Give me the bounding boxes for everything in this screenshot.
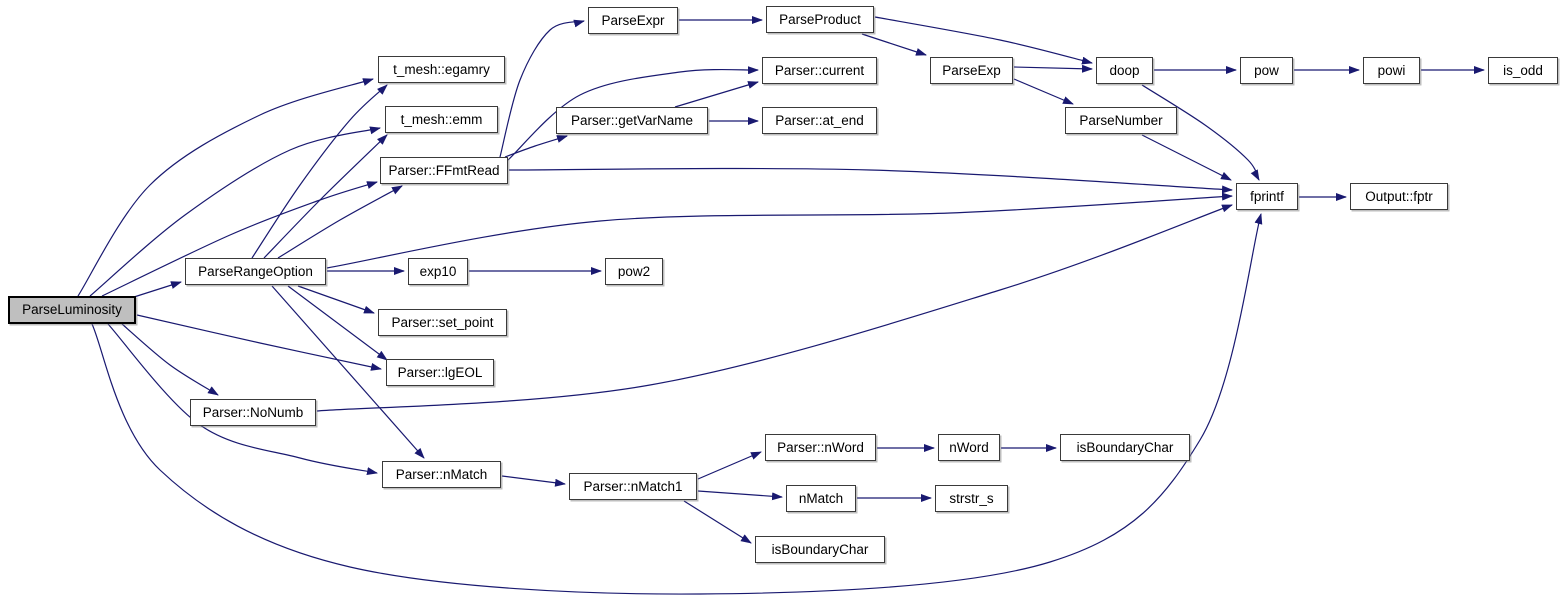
node-label: ParseExpr [601,12,665,28]
edge-rangeOpt-to-setPoint [297,285,375,314]
node-lgEOL[interactable]: Parser::lgEOL [386,359,494,386]
node-nMatchG[interactable]: nMatch [786,485,856,512]
edge-ffmtRead-to-current [507,66,759,161]
node-label: Parser::NoNumb [202,404,304,420]
node-ffmtRead[interactable]: Parser::FFmtRead [380,157,508,184]
edge-ffmtRead-to-parseExpr [499,19,585,158]
node-isOdd[interactable]: is_odd [1488,57,1558,84]
node-parseExp[interactable]: ParseExp [930,57,1013,84]
node-label: pow2 [617,263,651,279]
node-strstr[interactable]: strstr_s [935,485,1008,512]
edge-nMatchP-to-nMatch1 [501,475,566,487]
edge-getVarName-to-current [674,81,759,108]
node-lum[interactable]: ParseLuminosity [8,296,136,324]
edge-ffmtRead-to-fprintf [508,167,1233,194]
node-nWordP[interactable]: Parser::nWord [765,434,876,461]
node-nMatch1[interactable]: Parser::nMatch1 [569,473,697,500]
node-label: nWord [949,439,989,455]
edge-nMatch1-to-isBoundaryB [683,500,752,544]
node-label: t_mesh::egamry [393,61,490,77]
node-label: Parser::nMatch1 [583,478,683,494]
node-egamry[interactable]: t_mesh::egamry [378,56,505,83]
node-getVarName[interactable]: Parser::getVarName [556,107,708,134]
node-exp10[interactable]: exp10 [408,258,468,285]
edge-nMatch1-to-nMatchG [697,490,783,501]
node-label: Parser::set_point [391,314,494,330]
edge-lum-to-lgEOL [136,314,382,371]
edge-rangeOpt-to-egamry [251,84,388,259]
node-label: t_mesh::emm [400,111,483,127]
edge-rangeOpt-to-lgEOL [287,285,388,361]
node-label: exp10 [419,263,457,279]
node-rangeOpt[interactable]: ParseRangeOption [185,258,326,285]
node-parseProduct[interactable]: ParseProduct [766,6,874,33]
node-label: powi [1377,62,1406,78]
node-label: fprintf [1250,188,1284,204]
node-label: Parser::FFmtRead [388,162,500,178]
node-label: ParseNumber [1079,112,1163,128]
node-label: Parser::nWord [777,439,864,455]
edge-rangeOpt-to-fprintf [326,192,1233,269]
node-label: Parser::nMatch [395,466,488,482]
edge-rangeOpt-to-ffmtRead [277,185,403,259]
node-label: isBoundaryChar [1076,439,1174,455]
node-label: doop [1109,62,1140,78]
node-setPoint[interactable]: Parser::set_point [378,309,507,336]
node-noNumb[interactable]: Parser::NoNumb [190,399,316,426]
edge-lum-to-rangeOpt [133,281,182,298]
edge-lum-to-emm [89,126,381,297]
edge-parseExp-to-doop [1013,64,1093,73]
node-emm[interactable]: t_mesh::emm [385,106,498,133]
node-label: ParseProduct [779,11,861,27]
node-pow2[interactable]: pow2 [605,258,663,285]
node-label: Output::fptr [1365,188,1433,204]
edge-parseNumber-to-fprintf [1141,134,1232,181]
node-outputFptr[interactable]: Output::fptr [1350,183,1448,210]
edge-rangeOpt-to-nMatchP [271,285,425,459]
node-nMatchP[interactable]: Parser::nMatch [382,461,501,488]
node-doop[interactable]: doop [1096,57,1153,84]
node-atEnd[interactable]: Parser::at_end [762,107,877,134]
node-label: ParseExp [942,62,1001,78]
node-label: nMatch [798,490,844,506]
edge-lum-to-nMatchP [107,323,378,476]
edge-lum-to-ffmtRead [101,181,378,297]
edge-lum-to-fprintf [91,213,1263,595]
edge-ffmtRead-to-getVarName [504,135,568,158]
edge-doop-to-fprintf [1141,84,1260,181]
node-nWordG[interactable]: nWord [938,434,1000,461]
node-label: ParseLuminosity [22,302,122,318]
edge-parseProduct-to-doop [874,16,1093,65]
node-label: Parser::lgEOL [397,364,483,380]
edge-parseProduct-to-parseExp [861,33,927,56]
node-label: pow [1254,62,1279,78]
node-label: Parser::current [774,62,865,78]
node-isBoundaryT[interactable]: isBoundaryChar [1060,434,1190,461]
node-label: strstr_s [949,490,994,506]
node-label: is_odd [1503,62,1543,78]
node-label: Parser::at_end [775,112,864,128]
node-label: isBoundaryChar [771,541,869,557]
node-pow[interactable]: pow [1240,57,1293,84]
node-label: Parser::getVarName [570,112,694,128]
edge-lum-to-noNumb [121,323,219,396]
node-current[interactable]: Parser::current [762,57,877,84]
node-powi[interactable]: powi [1363,57,1420,84]
edge-noNumb-to-fprintf [316,204,1233,412]
edge-rangeOpt-to-emm [263,134,388,259]
edge-lum-to-egamry [77,78,374,297]
node-parseNumber[interactable]: ParseNumber [1065,107,1177,134]
node-fprintf[interactable]: fprintf [1236,183,1298,210]
node-isBoundaryB[interactable]: isBoundaryChar [755,536,885,563]
edge-nMatch1-to-nWordP [697,451,762,480]
node-label: ParseRangeOption [198,263,313,279]
edge-parseExp-to-parseNumber [1013,78,1074,105]
node-parseExpr[interactable]: ParseExpr [588,7,678,34]
